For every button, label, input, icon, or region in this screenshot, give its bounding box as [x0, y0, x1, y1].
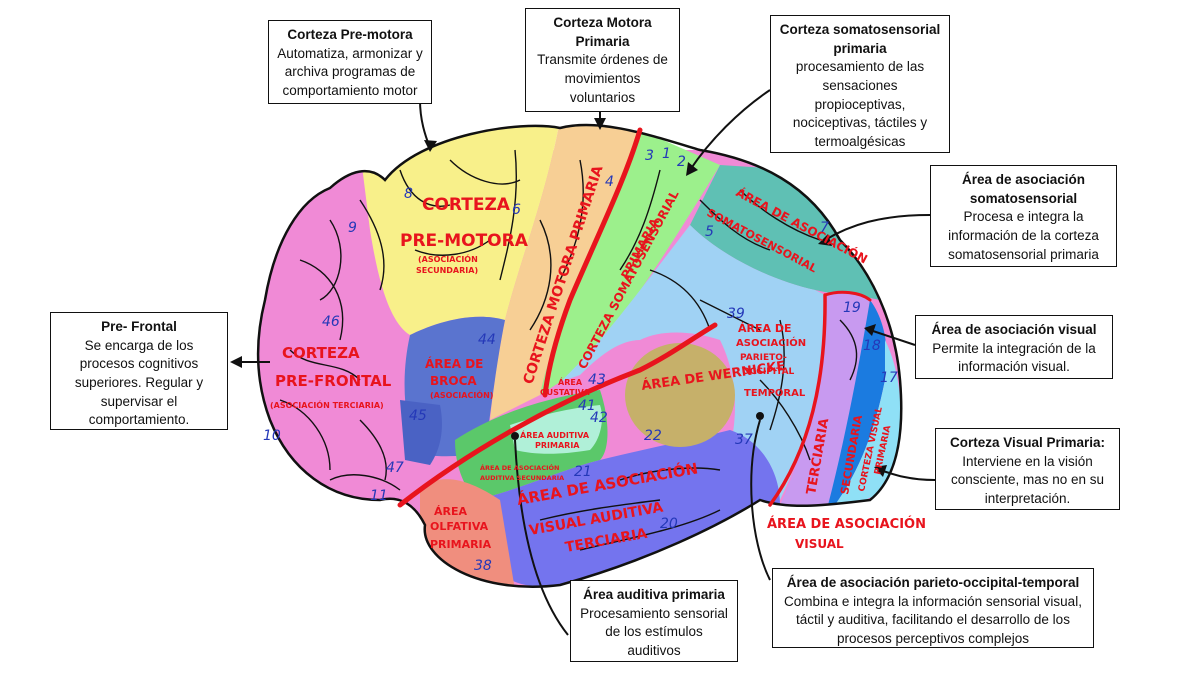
- premotor-desc: Automatiza, armonizar y archiva programa…: [277, 45, 423, 98]
- label-prefrontal-2: PRE-FRONTAL: [275, 372, 392, 390]
- annotation-visual-primary: Corteza Visual Primaria: Interviene en l…: [935, 428, 1120, 510]
- brodmann-17: 17: [880, 370, 898, 386]
- label-parieto-1: ÁREA DE: [738, 322, 792, 335]
- annotation-parieto: Área de asociación parieto-occipital-tem…: [772, 568, 1094, 648]
- brodmann-47: 47: [386, 460, 404, 476]
- somato-title: Corteza somatosensorial primaria: [779, 22, 941, 56]
- brodmann-37: 37: [735, 432, 753, 448]
- region-somatosensory: [540, 130, 720, 395]
- label-parieto-5: TEMPORAL: [744, 388, 806, 399]
- brodmann-8: 8: [404, 186, 413, 202]
- brodmann-45: 45: [409, 408, 427, 424]
- region-assoc-somato: [690, 165, 880, 300]
- brodmann-5: 5: [705, 224, 714, 240]
- brodmann-10: 10: [263, 428, 281, 444]
- label-premotor-sub-2: SECUNDARIA): [416, 266, 478, 275]
- brodmann-38: 38: [474, 558, 492, 574]
- label-auditory-2: PRIMARIA: [535, 441, 580, 450]
- annotation-prefrontal: Pre- Frontal Se encarga de los procesos …: [50, 312, 228, 430]
- label-aud-secondary-1: ÁREA DE ASOCIACIÓN: [480, 463, 559, 472]
- region-visual-primary: [835, 340, 901, 505]
- brodmann-20: 20: [660, 516, 678, 532]
- assoc-visual-desc: Permite la integración de la información…: [932, 340, 1096, 375]
- label-aud-secondary-2: AUDITIVA SECUNDARIA: [480, 474, 564, 482]
- label-premotor-1: CORTEZA: [422, 195, 511, 215]
- annotation-auditory: Área auditiva primaria Procesamiento sen…: [570, 580, 738, 662]
- label-broca-sub: (ASOCIACIÓN): [430, 389, 493, 400]
- annotation-assoc-somato: Área de asociación somatosensorial Proce…: [930, 165, 1117, 267]
- brodmann-43: 43: [588, 372, 606, 388]
- parieto-desc: Combina e integra la información sensori…: [784, 593, 1082, 646]
- auditory-desc: Procesamiento sensorial de los estímulos…: [580, 605, 728, 658]
- annotation-somato: Corteza somatosensorial primaria procesa…: [770, 15, 950, 153]
- annotation-assoc-visual: Área de asociación visual Permite la int…: [915, 315, 1113, 379]
- motor-desc: Transmite órdenes de movimientos volunta…: [537, 52, 668, 105]
- region-auditory-primary: [510, 405, 602, 454]
- somato-desc: procesamiento de las sensaciones propioc…: [792, 59, 928, 149]
- brodmann-4: 4: [605, 174, 614, 190]
- brodmann-41: 41: [578, 398, 596, 414]
- label-parieto-4: OCCIPITAL: [742, 367, 795, 377]
- label-gustativa-1: ÁREA: [558, 376, 583, 387]
- assoc-somato-title: Área de asociación somatosensorial: [961, 172, 1086, 206]
- label-prefrontal-sub: (ASOCIACIÓN TERCIARIA): [270, 399, 384, 410]
- sulci: [279, 149, 858, 551]
- label-olfactory-3: PRIMARIA: [430, 538, 492, 551]
- label-olfactory-2: OLFATIVA: [430, 520, 489, 533]
- label-assoc-visual-1: ÁREA DE ASOCIACIÓN: [767, 516, 926, 532]
- region-assoc-visual-18: [828, 300, 887, 505]
- annotation-motor: Corteza Motora Primaria Transmite órdene…: [525, 8, 680, 112]
- brodmann-11: 11: [370, 488, 388, 504]
- label-assoc-visual-2: VISUAL: [795, 537, 844, 551]
- brodmann-42: 42: [590, 410, 608, 426]
- region-premotor: [360, 125, 560, 335]
- prefrontal-title: Pre- Frontal: [101, 319, 177, 334]
- auditory-title: Área auditiva primaria: [583, 587, 725, 602]
- label-premotor-2: PRE-MOTORA: [400, 231, 529, 251]
- assoc-somato-desc: Procesa e integra la información de la c…: [948, 209, 1099, 262]
- label-gustativa-2: GUSTATIVA: [540, 388, 590, 397]
- arrow-heads: [230, 118, 887, 477]
- label-prefrontal-1: CORTEZA: [282, 344, 360, 362]
- region-parieto: [560, 225, 825, 500]
- region-assoc-visual-19: [780, 293, 870, 505]
- motor-title: Corteza Motora Primaria: [553, 15, 652, 49]
- label-premotor-sub-1: (ASOCIACIÓN: [418, 253, 478, 264]
- brodmann-18: 18: [863, 338, 881, 354]
- label-broca-1: ÁREA DE: [425, 356, 483, 371]
- brodmann-9: 9: [348, 220, 357, 236]
- region-wernicke: [625, 343, 735, 447]
- label-olfactory-1: ÁREA: [434, 505, 467, 518]
- region-temporal: [475, 430, 780, 587]
- region-broca-lower: [400, 400, 442, 465]
- visual-primary-desc: Interviene en la visión consciente, mas …: [950, 453, 1105, 506]
- brodmann-19: 19: [843, 300, 861, 316]
- brain-outline: [256, 123, 903, 588]
- brodmann-46: 46: [322, 314, 340, 330]
- assoc-visual-title: Área de asociación visual: [931, 322, 1097, 337]
- premotor-title: Corteza Pre-motora: [287, 27, 413, 42]
- brodmann-1: 1: [662, 146, 671, 162]
- brodmann-2: 2: [677, 154, 686, 170]
- annotation-premotor: Corteza Pre-motora Automatiza, armonizar…: [268, 20, 432, 104]
- brodmann-numbers: 8 9 6 4 3 1 2 5 7 19 18 17 39 46 44 45 1…: [263, 146, 898, 574]
- visual-primary-title: Corteza Visual Primaria:: [949, 435, 1106, 450]
- brodmann-21: 21: [574, 464, 592, 480]
- parieto-title: Área de asociación parieto-occipital-tem…: [786, 575, 1080, 590]
- brodmann-6: 6: [512, 202, 521, 218]
- prefrontal-desc: Se encarga de los procesos cognitivos su…: [74, 337, 204, 428]
- brodmann-44: 44: [478, 332, 496, 348]
- label-parieto-2: ASOCIACIÓN: [736, 336, 806, 349]
- brodmann-3: 3: [645, 148, 654, 164]
- label-parieto-3: PARIETO-: [740, 353, 787, 363]
- brodmann-7: 7: [820, 220, 829, 236]
- label-broca-2: BROCA: [430, 374, 477, 388]
- brodmann-22: 22: [644, 428, 662, 444]
- division-lines: [397, 127, 872, 508]
- brodmann-39: 39: [727, 306, 745, 322]
- label-auditory-1: ÁREA AUDITIVA: [520, 429, 590, 440]
